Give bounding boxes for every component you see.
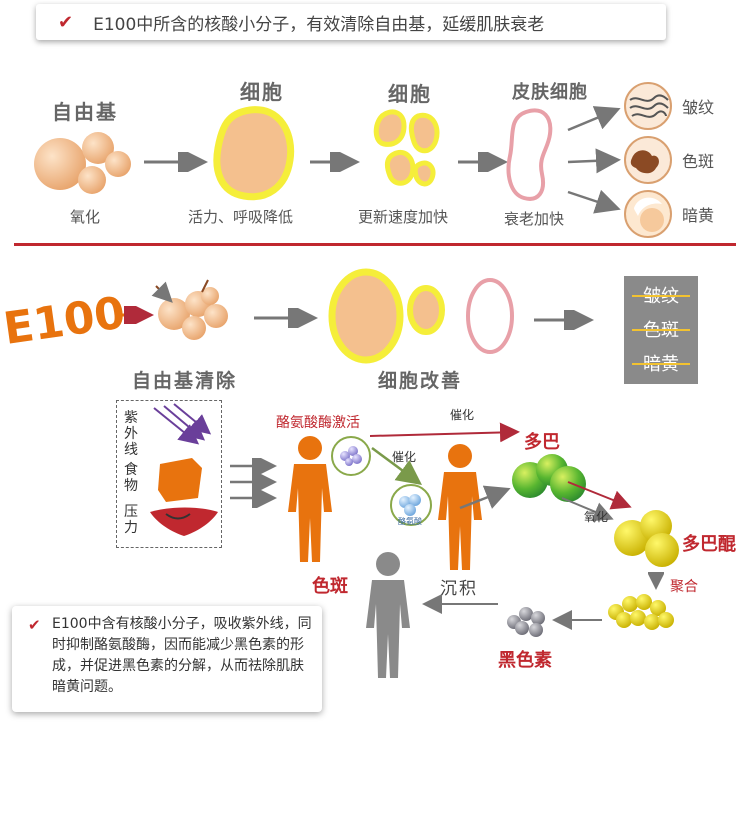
person-orange-1 <box>288 436 332 562</box>
outcome-dullness: 暗黄 <box>682 206 715 225</box>
label-cell-2: 细胞 <box>388 82 432 106</box>
label-activate: 酪氨酸酶激活 <box>276 415 360 431</box>
label-deposit: 沉积 <box>440 579 478 599</box>
label-catalyze-2: 催化 <box>392 450 417 464</box>
factor-stress: 压力 <box>124 504 138 536</box>
outcome-spot: 色斑 <box>682 152 715 171</box>
polymer-molecule <box>608 594 674 630</box>
label-oxidize: 氧化 <box>70 208 101 226</box>
strike-line-2 <box>632 329 690 331</box>
arrow-deposit <box>422 594 498 614</box>
outcome-wrinkle: 皱纹 <box>682 98 715 117</box>
arrow-2 <box>310 152 360 172</box>
free-radical-cluster <box>34 132 131 194</box>
label-melanin: 黑色素 <box>498 650 552 671</box>
factor-icons <box>150 403 218 536</box>
oxidize-arrows <box>561 481 632 522</box>
improved-cells <box>328 268 514 364</box>
factor-uv: 紫外线 <box>124 410 138 458</box>
label-cell-2-sub: 更新速度加快 <box>358 208 449 226</box>
check-icon: ✔ <box>58 11 74 33</box>
e100-text: E100 <box>2 287 128 354</box>
label-catalyze-1: 催化 <box>450 408 475 422</box>
dopaquinone-molecule <box>614 510 679 567</box>
person-grey <box>366 552 410 678</box>
dullness-icon <box>624 190 672 238</box>
note-box: ✔ E100中含有核酸小分子，吸收紫外线，同时抑制酪氨酸酶，因而能减少黑色素的形… <box>12 606 322 712</box>
note-text: E100中含有核酸小分子，吸收紫外线，同时抑制酪氨酸酶，因而能减少黑色素的形成，… <box>52 616 312 695</box>
banner-text: E100中所含的核酸小分子，有效清除自由基，延缓肌肤衰老 <box>93 14 545 35</box>
label-oxidize-2: 氧化 <box>584 510 609 524</box>
note-check-icon: ✔ <box>28 616 41 634</box>
label-skin-sub: 衰老加快 <box>504 210 565 228</box>
section-divider <box>14 243 736 246</box>
strike-line-3 <box>632 363 690 365</box>
label-spot: 色斑 <box>312 576 348 597</box>
arrow-to-melanin <box>552 610 602 630</box>
label-clear: 自由基清除 <box>132 370 238 392</box>
e100-title: E100 <box>2 287 128 354</box>
person-orange-2 <box>438 444 482 570</box>
wrinkle-icon <box>624 82 672 130</box>
e100-arrow <box>116 306 154 324</box>
label-cell-1-sub: 活力、呼吸降低 <box>188 208 294 226</box>
enzyme-bubble-2 <box>390 484 432 526</box>
cell-2-dividing <box>373 109 440 187</box>
label-dopaquinone: 多巴醌 <box>682 534 736 555</box>
label-cell-1: 细胞 <box>240 80 284 104</box>
label-enzyme: 酪氨酸 <box>398 517 422 526</box>
label-free-radical: 自由基 <box>52 100 118 124</box>
factor-food: 食物 <box>124 462 138 494</box>
strike-line-1 <box>632 295 690 297</box>
skin-cell <box>506 108 553 201</box>
cleared-free-radical-cluster <box>151 279 228 340</box>
header-banner: ✔ E100中所含的核酸小分子，有效清除自由基，延缓肌肤衰老 <box>36 4 666 40</box>
factor-box <box>116 400 222 548</box>
results-box: 皱纹 色斑 暗黄 <box>624 276 698 384</box>
arrow-1 <box>144 152 208 172</box>
label-skin-cell: 皮肤细胞 <box>512 82 588 103</box>
arrow-down <box>648 572 664 590</box>
arrow-to-dopa <box>459 485 511 510</box>
arrow-5 <box>534 310 594 330</box>
label-polymerize: 聚合 <box>670 579 698 595</box>
label-improve: 细胞改善 <box>378 370 463 392</box>
enzyme-bubble-1 <box>331 436 371 476</box>
catalyze-arrows <box>369 422 520 485</box>
dopa-molecule <box>512 454 586 502</box>
cell-1 <box>213 106 295 201</box>
arrow-4 <box>254 308 318 328</box>
branch-arrows <box>567 106 621 214</box>
label-dopa: 多巴 <box>524 432 560 453</box>
arrow-3 <box>458 152 508 172</box>
factor-arrows <box>230 458 277 508</box>
spot-icon <box>624 136 672 184</box>
melanin-molecule <box>507 607 545 637</box>
